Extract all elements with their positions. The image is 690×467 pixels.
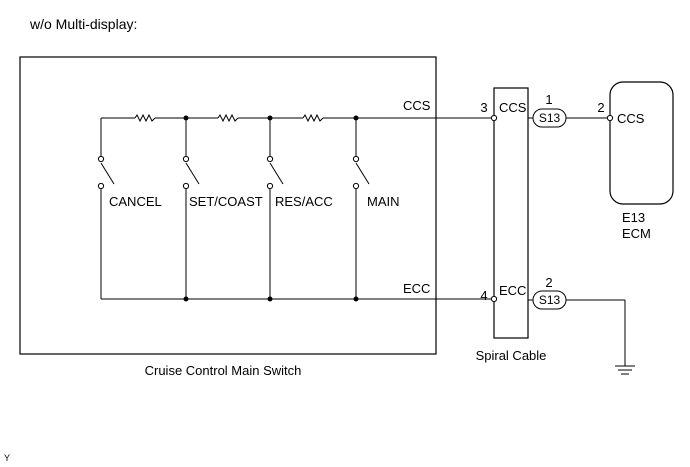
ecm-pin-name: CCS — [617, 111, 645, 126]
main-switch-box — [19, 56, 437, 355]
ecm-box — [609, 81, 674, 205]
connector-s13-upper: S13 — [532, 108, 567, 128]
resistor-2 — [217, 113, 239, 123]
spiral-pin-ccs — [490, 114, 498, 122]
connector-upper-pin: 1 — [545, 92, 552, 107]
line-label-ecc: ECC — [403, 281, 430, 296]
main-switch-label: Cruise Control Main Switch — [145, 363, 302, 378]
connector-s13-lower: S13 — [532, 290, 567, 310]
diagram-title: w/o Multi-display: — [29, 16, 137, 32]
connector-upper-name: S13 — [539, 111, 561, 125]
switch-cancel — [97, 155, 115, 190]
ecm-pin-ccs — [606, 114, 614, 122]
connector-lower-pin: 2 — [545, 275, 552, 290]
connector-lower-name: S13 — [539, 293, 561, 307]
switch-label-cancel: CANCEL — [109, 194, 162, 209]
switch-label-main: MAIN — [367, 194, 400, 209]
ecm-name: ECM — [622, 226, 651, 241]
switch-label-res-acc: RES/ACC — [275, 194, 333, 209]
spiral-pin-ccs-name: CCS — [499, 100, 527, 115]
spiral-pin-ecc — [490, 295, 498, 303]
switch-main — [352, 155, 370, 190]
resistor-3 — [302, 113, 324, 123]
spiral-cable-label: Spiral Cable — [476, 348, 547, 363]
ground-symbol — [615, 300, 635, 375]
spiral-cable-box — [493, 87, 529, 339]
resistor-1 — [134, 113, 156, 123]
spiral-pin-ecc-name: ECC — [499, 283, 526, 298]
footer-mark: Y — [4, 453, 10, 463]
switch-res-acc — [266, 155, 284, 190]
spiral-pin-ecc-number: 4 — [480, 288, 487, 303]
switch-label-set-coast: SET/COAST — [189, 194, 263, 209]
spiral-pin-ccs-number: 3 — [480, 100, 487, 115]
line-label-ccs: CCS — [403, 98, 431, 113]
switch-set-coast — [182, 155, 200, 190]
ecm-pin-number: 2 — [597, 100, 604, 115]
ecc-line — [101, 296, 494, 302]
ecm-code: E13 — [622, 210, 645, 225]
resistor-ladder — [100, 113, 494, 156]
